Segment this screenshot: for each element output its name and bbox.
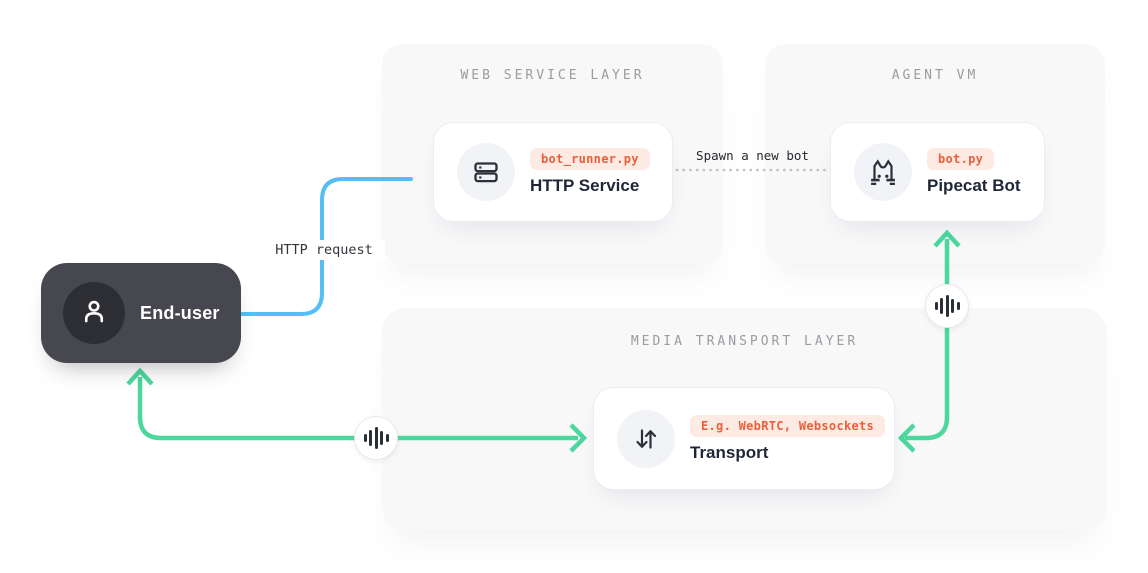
http-service-title: HTTP Service — [530, 176, 640, 195]
transport-card: E.g. WebRTC, Websockets Transport — [593, 387, 895, 490]
arrowhead-to-end-user — [126, 367, 154, 386]
agent-vm-layer-title: AGENT VM — [891, 68, 979, 83]
media-transport-layer-title: MEDIA TRANSPORT LAYER — [630, 334, 859, 349]
end-user-label: End-user — [140, 302, 220, 323]
pipecat-bot-card: bot.py Pipecat Bot — [830, 122, 1045, 222]
avatar — [63, 282, 125, 344]
transport-title: Transport — [690, 442, 769, 462]
http-service-card: bot_runner.py HTTP Service — [433, 122, 673, 222]
audio-waveform-icon — [925, 284, 969, 328]
pipecat-bot-badge: bot.py — [927, 148, 995, 170]
audio-waveform-icon — [354, 416, 398, 460]
pipecat-cat-icon — [854, 143, 912, 201]
end-user-node: End-user — [41, 263, 241, 363]
user-icon — [79, 296, 109, 331]
pipecat-bot-title: Pipecat Bot — [927, 176, 1021, 195]
http-request-label: HTTP request — [263, 240, 385, 260]
transport-badge: E.g. WebRTC, Websockets — [690, 414, 886, 437]
spawn-bot-label: Spawn a new bot — [696, 148, 809, 163]
web-service-layer-title: WEB SERVICE LAYER — [460, 68, 645, 83]
server-icon — [457, 143, 515, 201]
transport-arrows-icon — [617, 409, 675, 468]
http-service-badge: bot_runner.py — [530, 148, 650, 170]
